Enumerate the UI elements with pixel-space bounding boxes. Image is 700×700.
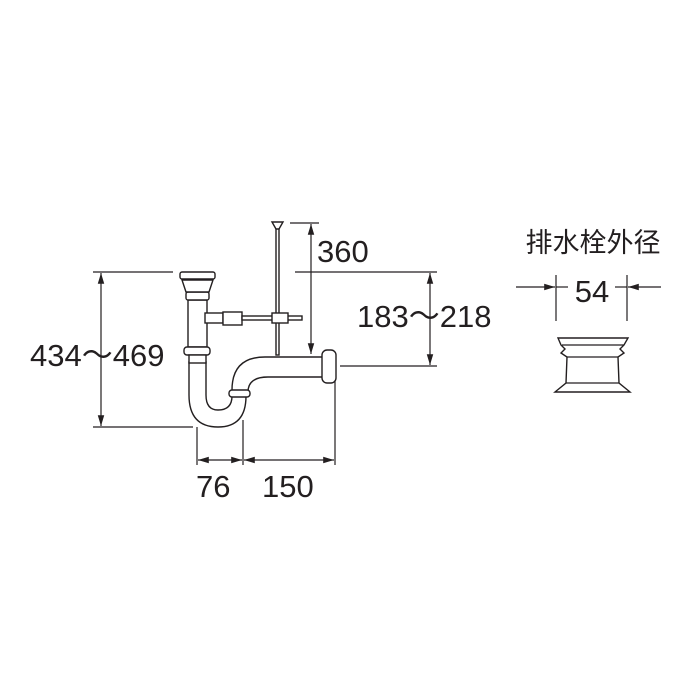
detail-diameter: 54 [575, 274, 609, 309]
rod-length-label: 360 [317, 234, 369, 269]
dimension-lines [97, 224, 434, 464]
total-height-label: 434～469 [30, 338, 164, 373]
s-trap [179, 221, 337, 428]
outlet-depth-label: 150 [262, 469, 314, 504]
drain-detail: 排水栓外径 54 [516, 228, 661, 393]
trap-width-label: 76 [196, 469, 230, 504]
outlet-height-label: 183～218 [357, 299, 491, 334]
extension-lines [93, 222, 437, 465]
detail-title: 排水栓外径 [526, 228, 661, 259]
